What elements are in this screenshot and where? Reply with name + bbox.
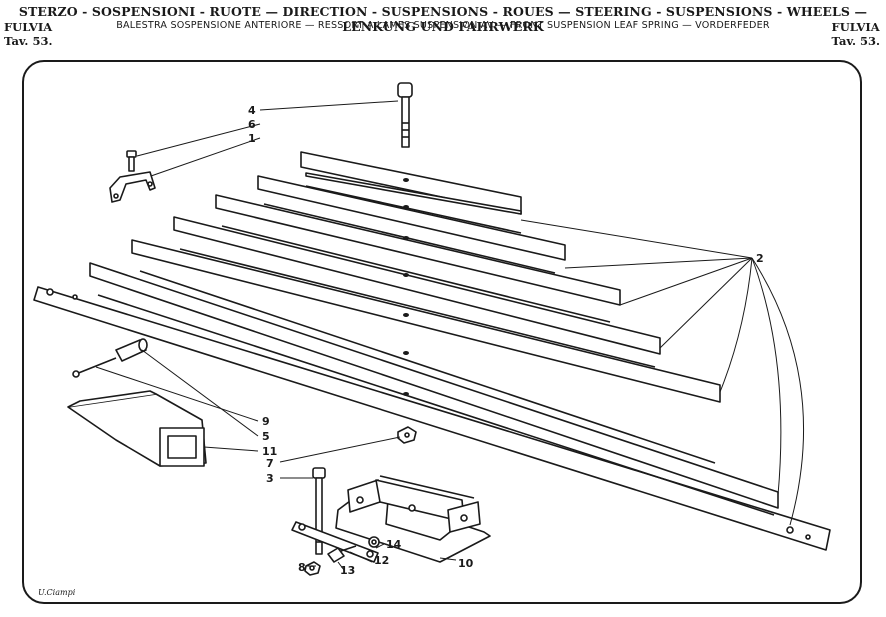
small-bolt xyxy=(327,545,357,563)
rubber-sleeve xyxy=(67,390,207,467)
center-bolt-holes xyxy=(403,178,409,396)
model-name: FULVIA xyxy=(4,20,53,34)
callout-8: 8 xyxy=(298,561,306,574)
callout-10: 10 xyxy=(458,557,474,570)
model-name: FULVIA xyxy=(831,20,880,34)
leaf-clip-bracket xyxy=(109,171,156,203)
callout-5: 5 xyxy=(262,430,270,443)
callout-2: 2 xyxy=(756,252,764,265)
small-nut xyxy=(304,561,321,576)
center-bolt xyxy=(397,82,413,148)
callout-12: 12 xyxy=(374,554,389,567)
table-number: Tav. 53. xyxy=(4,34,53,48)
draftsman-signature: U.Ciampi xyxy=(38,588,76,597)
drawing-frame xyxy=(22,60,862,604)
page-title: STERZO - SOSPENSIONI - RUOTE — DIRECTION… xyxy=(18,4,868,34)
main-spring-leaf xyxy=(33,286,831,551)
leader-lines xyxy=(95,100,805,571)
corner-label-left: FULVIA Tav. 53. xyxy=(4,20,52,48)
spring-leaf xyxy=(131,239,721,403)
long-bolt xyxy=(312,467,326,555)
corner-label-right: FULVIA Tav. 53. xyxy=(832,20,880,48)
callout-6: 6 xyxy=(248,118,256,131)
callout-3: 3 xyxy=(266,472,274,485)
callout-13: 13 xyxy=(340,564,355,577)
clip-screw xyxy=(126,150,137,172)
spring-saddle-bracket xyxy=(335,475,491,563)
callout-7: 7 xyxy=(266,457,274,470)
pin xyxy=(72,357,117,378)
spring-leaf xyxy=(300,151,522,215)
rubber-bushing xyxy=(115,338,148,362)
strap-plate xyxy=(291,521,379,563)
table-number: Tav. 53. xyxy=(831,34,880,48)
spring-leaf xyxy=(257,175,566,261)
washer xyxy=(368,536,380,548)
hex-nut xyxy=(397,426,417,444)
callout-4: 4 xyxy=(248,104,256,117)
callout-1: 1 xyxy=(248,132,256,145)
callout-14: 14 xyxy=(386,538,402,551)
callout-11: 11 xyxy=(262,445,277,458)
callout-9: 9 xyxy=(262,415,270,428)
spring-leaf xyxy=(173,216,661,355)
spring-leaf xyxy=(89,262,779,509)
page-subtitle: BALESTRA SOSPENSIONE ANTERIORE — RESSORT… xyxy=(116,20,770,31)
callout-labels: 4 6 1 2 9 5 11 7 3 14 12 8 13 10 xyxy=(248,104,764,577)
